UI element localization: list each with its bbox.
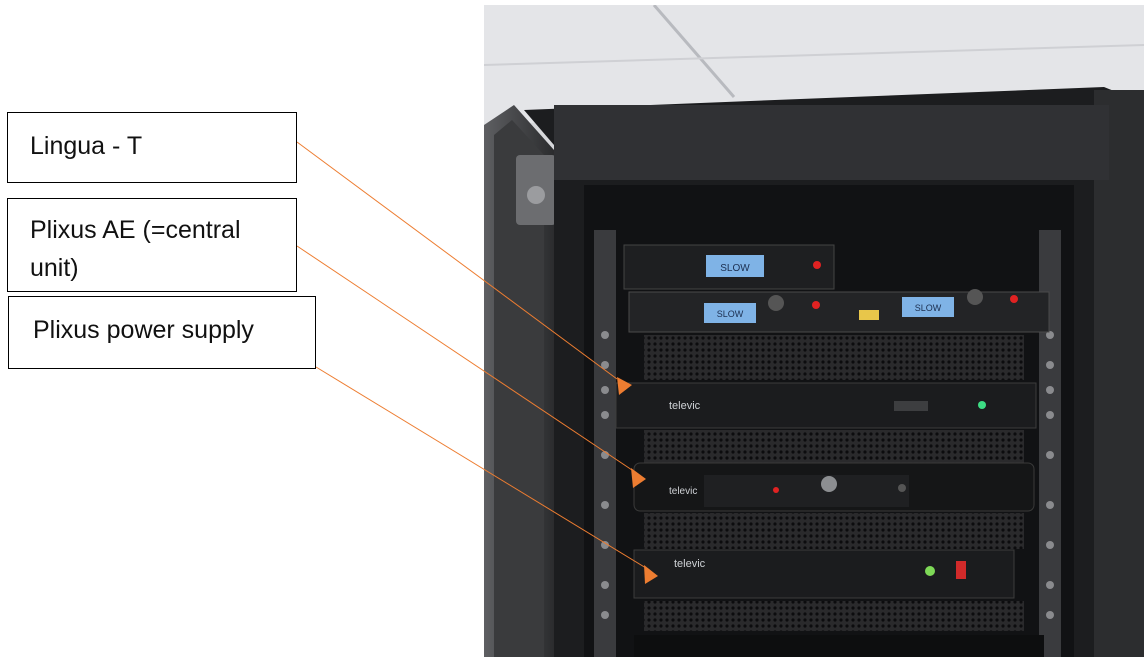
label-plixus-ae: Plixus AE (=central unit): [7, 198, 297, 292]
svg-text:SLOW: SLOW: [915, 303, 942, 313]
vent-panel: [644, 601, 1024, 631]
label-lingua-t: Lingua - T: [7, 112, 297, 183]
svg-text:SLOW: SLOW: [717, 309, 744, 319]
plixus-ae-unit: televic: [633, 462, 1035, 512]
vent-panel: [644, 335, 1024, 380]
left-rail: [594, 230, 616, 657]
vent-panel: [644, 513, 1024, 549]
equipment-rack-photo: SLOW SLOW SLOW televic televic telev: [484, 5, 1144, 657]
svg-text:televic: televic: [674, 558, 706, 570]
label-plixus-power-text: Plixus power supply: [33, 316, 254, 344]
label-plixus-power-supply: Plixus power supply: [8, 296, 316, 369]
svg-text:televic: televic: [669, 400, 701, 412]
arrow-plixus-power: [644, 565, 658, 584]
right-rail: [1039, 230, 1061, 657]
svg-text:SLOW: SLOW: [720, 263, 750, 274]
label-plixus-ae-text: Plixus AE (=central unit): [30, 216, 241, 282]
label-lingua-t-text: Lingua - T: [30, 132, 143, 160]
receiver-unit-dual: SLOW SLOW: [628, 289, 1050, 333]
receiver-unit-top: SLOW: [623, 244, 835, 290]
plixus-power-supply-unit: televic: [633, 549, 1015, 599]
lingua-t-unit: televic: [615, 382, 1037, 429]
svg-text:televic: televic: [669, 486, 697, 497]
